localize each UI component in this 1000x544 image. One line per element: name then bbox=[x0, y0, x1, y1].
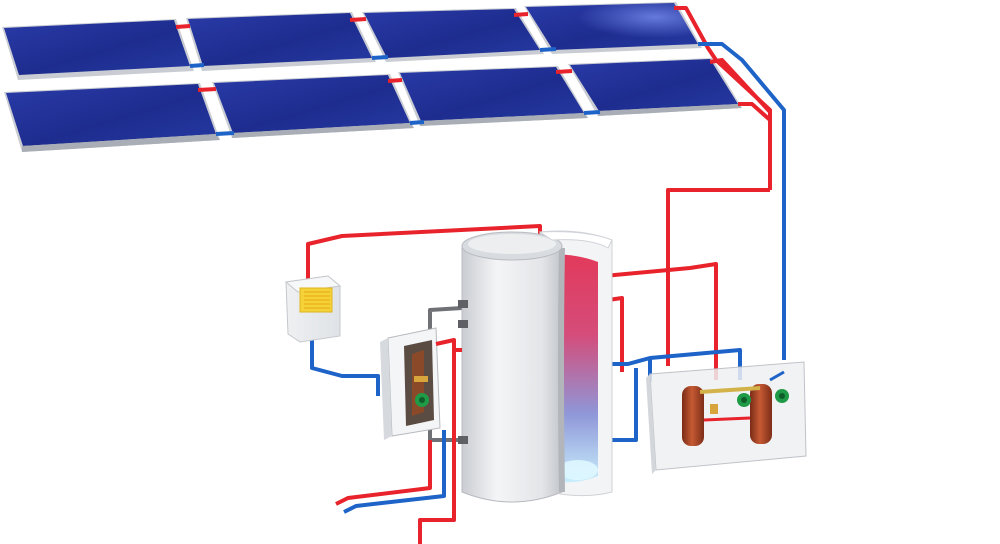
valve bbox=[710, 404, 718, 414]
tank-port bbox=[458, 320, 468, 328]
solar-panel bbox=[398, 66, 588, 126]
tank-port bbox=[458, 436, 468, 444]
valve bbox=[414, 376, 428, 382]
solar-panel bbox=[524, 2, 702, 54]
heat-exchanger-station bbox=[646, 361, 807, 474]
solar-panel bbox=[362, 8, 544, 62]
solar-panel bbox=[186, 12, 376, 71]
collector-pipes bbox=[666, 6, 786, 366]
solar-panel bbox=[2, 19, 194, 80]
boiler bbox=[284, 275, 342, 343]
solar-panel bbox=[568, 58, 742, 116]
exchanger-vessel bbox=[682, 386, 704, 446]
exchanger-vessel bbox=[750, 384, 772, 444]
solar-panel bbox=[212, 74, 414, 138]
pump-station-left bbox=[380, 327, 441, 440]
supply-pipes-front bbox=[335, 338, 462, 544]
storage-tank bbox=[458, 230, 613, 503]
solar-panel bbox=[4, 83, 220, 152]
tank-port bbox=[458, 300, 468, 308]
panel-connectors bbox=[175, 12, 601, 136]
solar-collector-array bbox=[2, 2, 742, 152]
